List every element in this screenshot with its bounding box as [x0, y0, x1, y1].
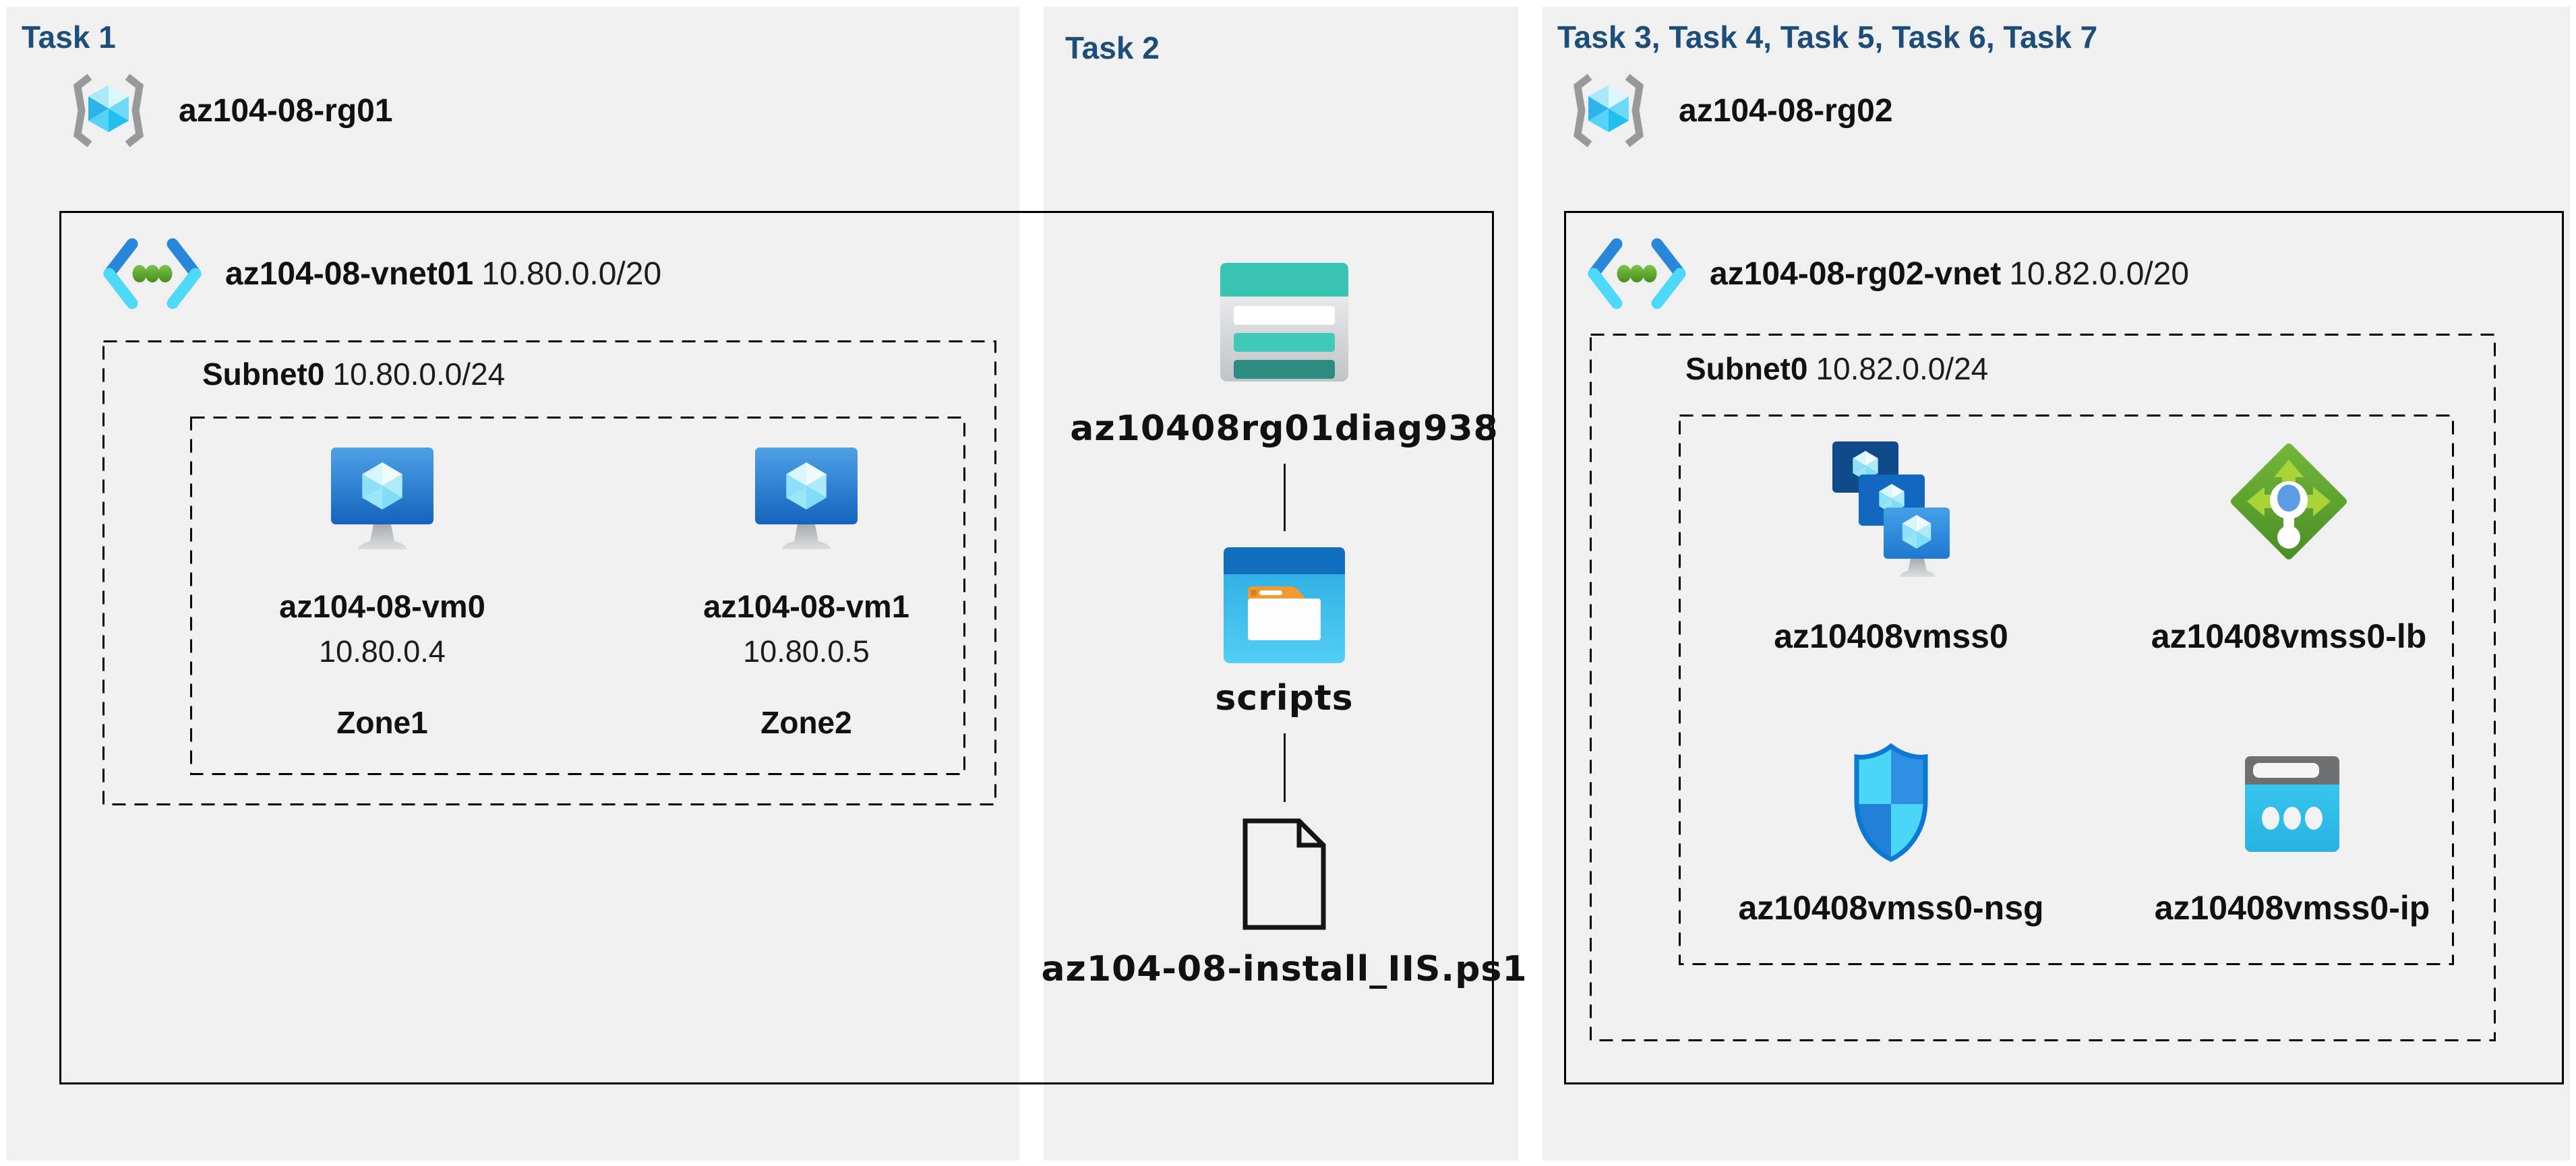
script-file-name: az104-08-install_IIS.ps1 — [1041, 949, 1528, 989]
load-balancer-icon — [2231, 443, 2347, 559]
vm1-zone: Zone2 — [760, 705, 852, 740]
subnet0-box-task1 — [102, 340, 996, 805]
task1-title: Task 1 — [22, 20, 116, 55]
task1-panel — [7, 7, 1019, 1161]
zone-box-task1 — [190, 417, 965, 775]
network-security-group-icon — [1854, 743, 1928, 862]
blob-container-icon — [1224, 547, 1345, 663]
vm0-zone: Zone1 — [336, 705, 428, 740]
public-ip-group: az10408vmss0-ip — [2155, 756, 2430, 927]
subnet0-cidr: 10.82.0.0/24 — [1816, 351, 1989, 386]
subnet0-box-task3 — [1590, 334, 2496, 1041]
public-ip-icon — [2245, 756, 2339, 852]
vnet2-cidr: 10.82.0.0/20 — [2009, 255, 2190, 292]
vnet1-cidr: 10.80.0.0/20 — [481, 255, 662, 292]
script-file-icon — [1242, 818, 1326, 930]
storage-account-name: az10408rg01diag938 — [1070, 408, 1499, 449]
vm1-group: az104-08-vm1 10.80.0.5 Zone2 — [703, 448, 909, 741]
vnet01-boundary-box — [59, 211, 1494, 1084]
vm0-ip: 10.80.0.4 — [319, 634, 446, 669]
resource-group-1-name: az104-08-rg01 — [179, 92, 393, 129]
resources-box-task3 — [1679, 415, 2454, 965]
resource-group-1: az104-08-rg01 — [64, 73, 393, 148]
virtual-network-icon — [1588, 238, 1686, 309]
storage-account-icon — [1220, 263, 1348, 381]
container-name: scripts — [1215, 678, 1354, 718]
nsg-group: az10408vmss0-nsg — [1738, 741, 2044, 927]
connector-line — [1283, 464, 1286, 531]
vm1-ip: 10.80.0.5 — [743, 634, 870, 669]
virtual-machine-icon — [331, 448, 433, 549]
vnet1-name: az104-08-vnet01 — [225, 255, 474, 292]
resource-group-2: az104-08-rg02 — [1564, 73, 1893, 148]
resource-group-icon — [73, 73, 144, 148]
public-ip-name: az10408vmss0-ip — [2154, 889, 2430, 927]
nsg-name: az10408vmss0-nsg — [1738, 889, 2044, 927]
task2-title: Task 2 — [1065, 30, 1160, 65]
task2-column: az10408rg01diag938 scripts az104-08-inst… — [1041, 263, 1527, 989]
vnet2-name: az104-08-rg02-vnet — [1710, 255, 2002, 292]
vmss-name: az10408vmss0 — [1774, 617, 2008, 655]
task3-title: Task 3, Task 4, Task 5, Task 6, Task 7 — [1557, 20, 2098, 55]
virtual-machine-icon — [755, 448, 858, 549]
virtual-network-icon — [103, 238, 202, 309]
connector-line — [1283, 733, 1286, 802]
subnet0-name: Subnet0 — [202, 357, 325, 392]
resource-group-2-name: az104-08-rg02 — [1679, 92, 1893, 129]
vm-scale-set-icon — [1832, 441, 1950, 577]
vm1-name: az104-08-vm1 — [703, 588, 909, 624]
vmss-group: az10408vmss0 — [1763, 441, 2019, 656]
vm0-name: az104-08-vm0 — [279, 588, 485, 624]
vm0-group: az104-08-vm0 10.80.0.4 Zone1 — [279, 448, 485, 741]
load-balancer-group: az10408vmss0-lb — [2151, 443, 2426, 656]
load-balancer-name: az10408vmss0-lb — [2151, 617, 2427, 655]
resource-group-icon — [1574, 73, 1644, 148]
subnet0-cidr: 10.80.0.0/24 — [332, 357, 506, 392]
rg02-vnet-boundary-box — [1564, 211, 2564, 1084]
subnet0-name: Subnet0 — [1685, 351, 1808, 386]
task3-panel — [1542, 7, 2570, 1161]
